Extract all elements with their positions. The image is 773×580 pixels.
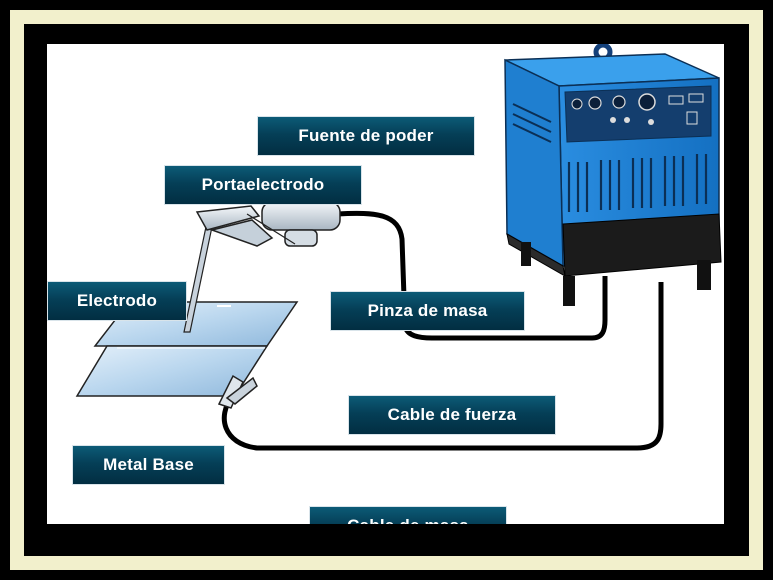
- label-ground-clamp: Pinza de masa: [330, 291, 525, 331]
- label-ground-cable: Cable de masa: [309, 506, 507, 524]
- label-electrode-holder: Portaelectrodo: [164, 165, 362, 205]
- electrode-holder-icon: [195, 201, 341, 247]
- ground-clamp-icon: [217, 374, 258, 409]
- welding-diagram-svg: [75, 44, 722, 451]
- label-electrode: Electrodo: [47, 281, 187, 321]
- ground-cable: [221, 282, 664, 451]
- label-power-cable: Cable de fuerza: [348, 395, 556, 435]
- label-base-metal: Metal Base: [72, 445, 225, 485]
- diagram-canvas: Fuente de poder Portaelectrodo Electrodo…: [47, 44, 724, 524]
- label-power-source: Fuente de poder: [257, 116, 475, 156]
- welding-machine-icon: [504, 44, 722, 306]
- electrode-cable: [336, 210, 608, 341]
